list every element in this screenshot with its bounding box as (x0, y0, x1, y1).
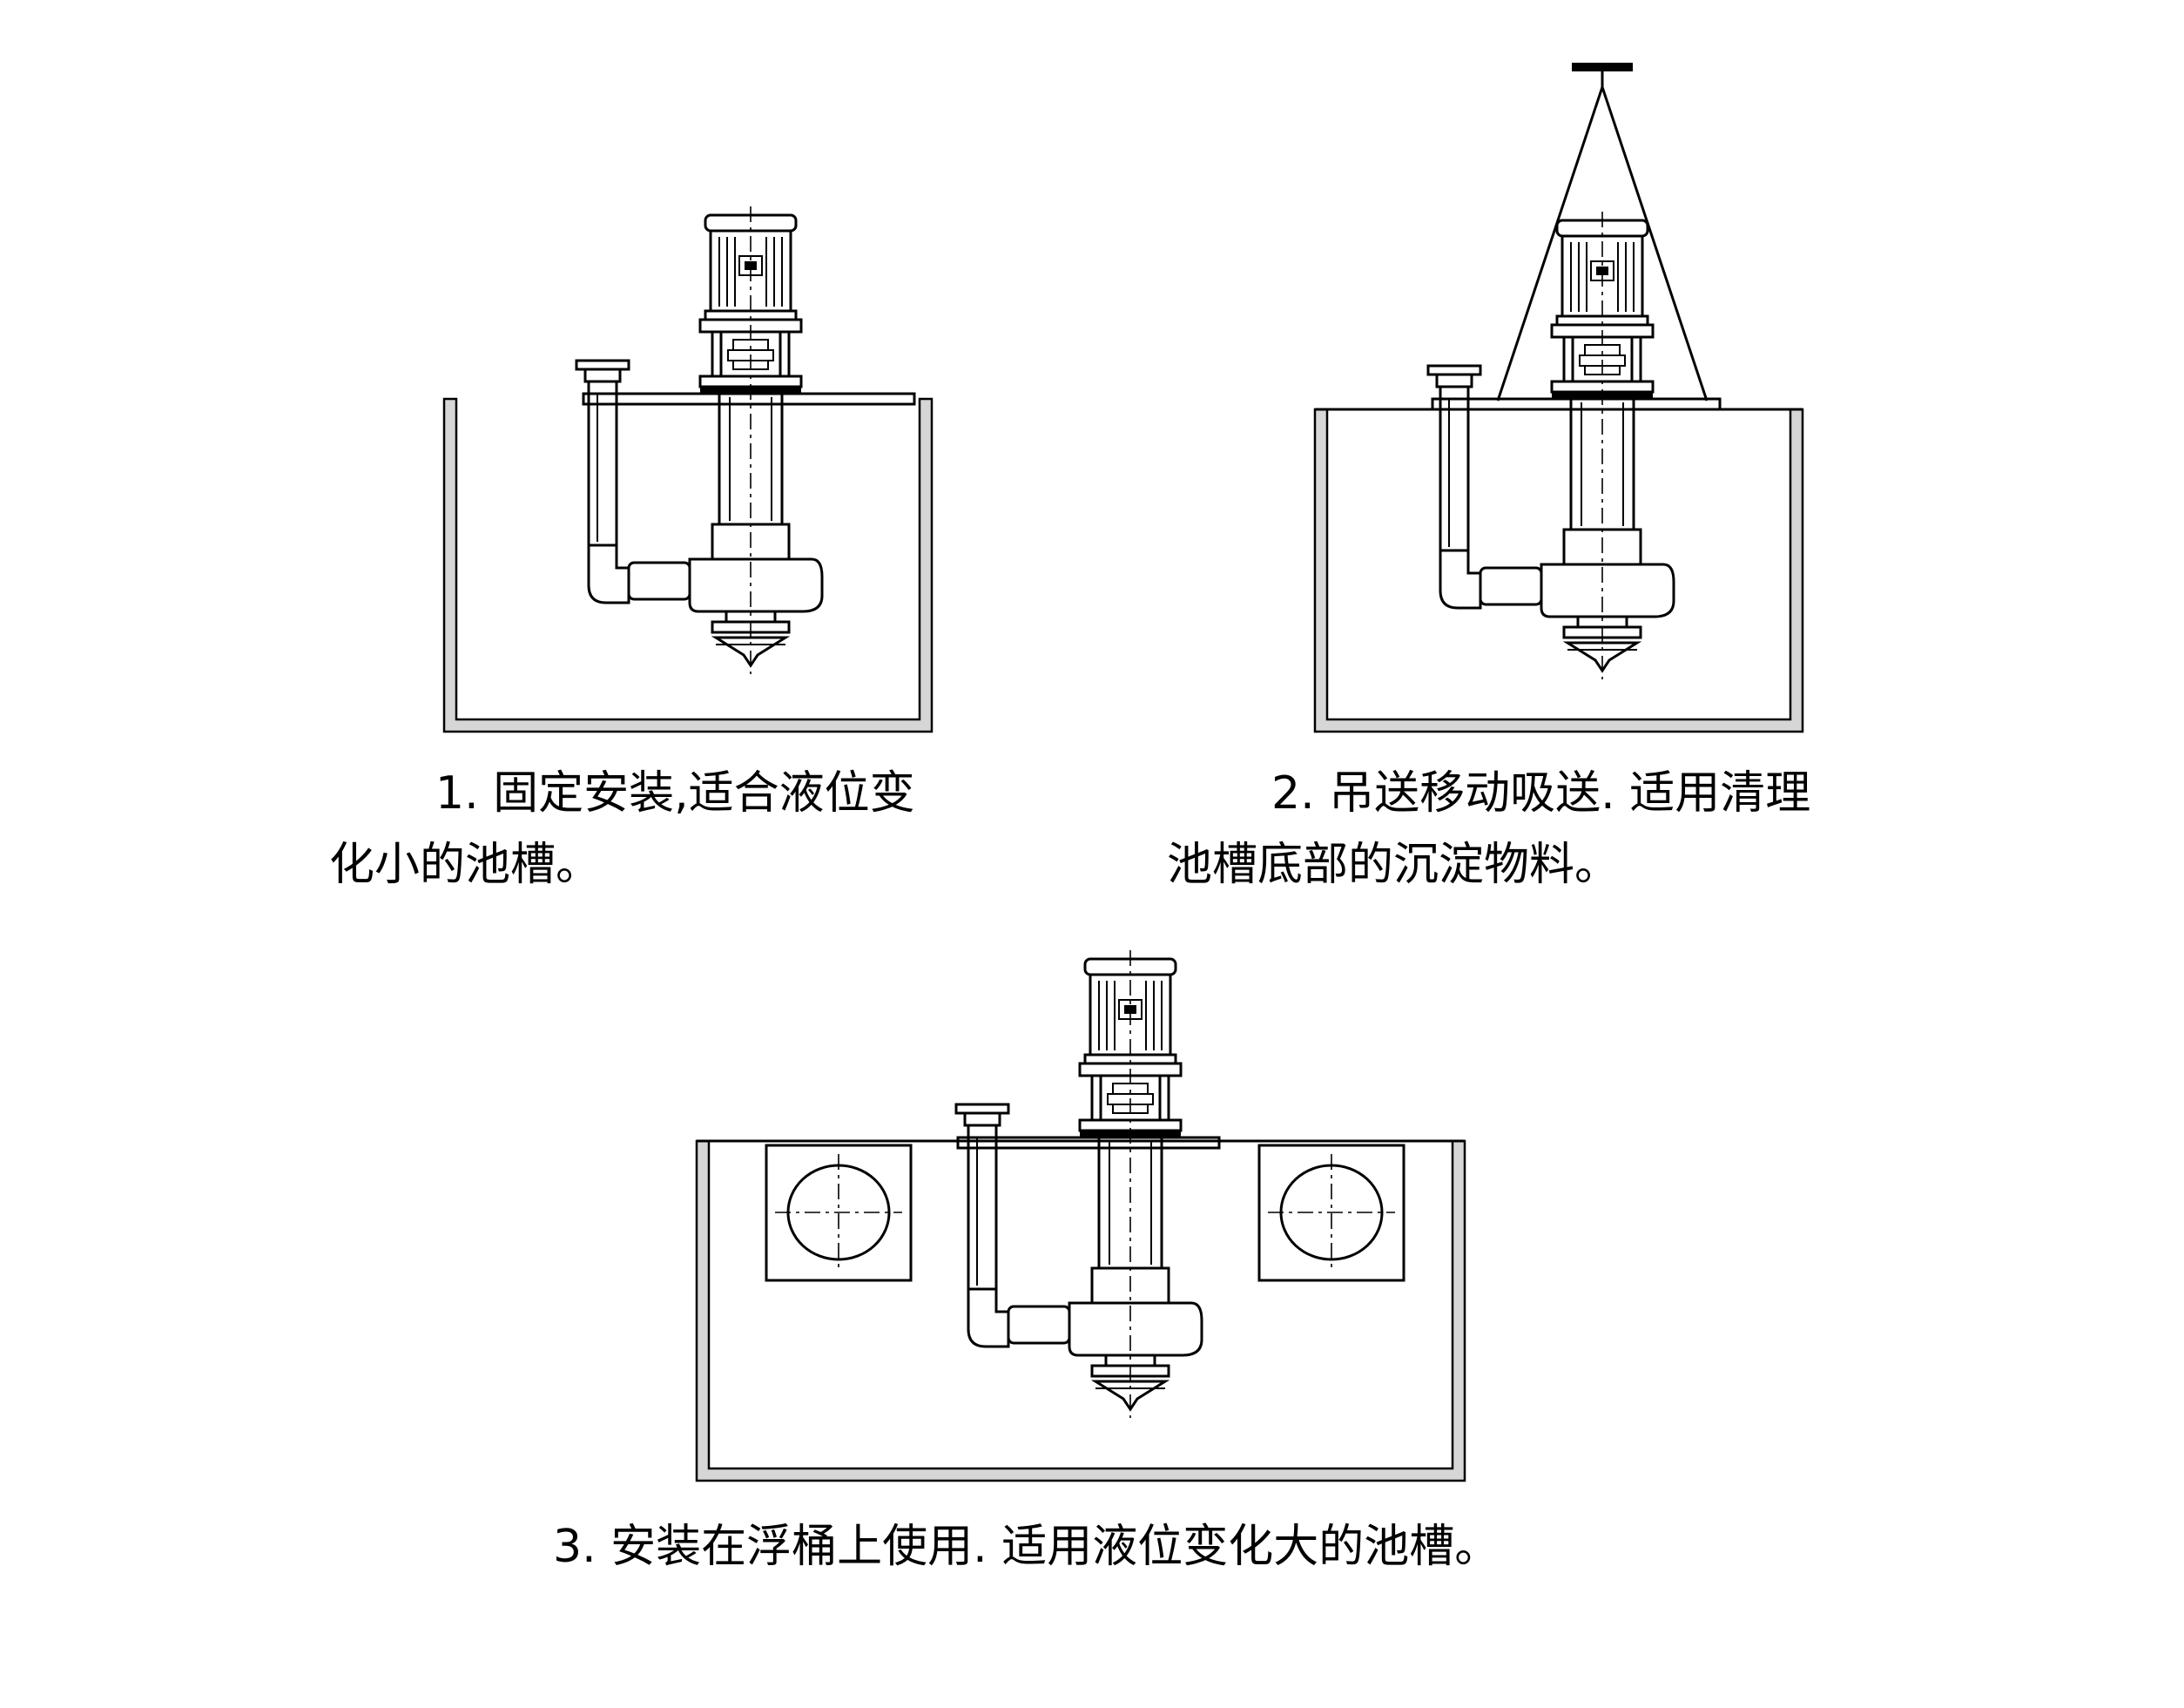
panel-3-diagram (671, 949, 1507, 1507)
hanging-hook-icon (1572, 63, 1633, 87)
caption-1-line-1: 1. 固定安装,适合液位变 (435, 767, 915, 820)
float-barrel-left (766, 1145, 911, 1280)
tank (697, 1141, 1465, 1481)
mounting-plate (1432, 399, 1720, 409)
caption-2-line-1: 2. 吊送移动吸送. 适用清理 (1271, 767, 1811, 820)
caption-1-line-2: 化小的池槽。 (329, 839, 602, 891)
tank (444, 399, 932, 732)
sling-cables (1498, 87, 1707, 401)
panel-2-diagram (1280, 63, 1907, 758)
float-barrel-right (1259, 1145, 1404, 1280)
caption-2-line-2: 池槽底部的沉淀物料。 (1167, 839, 1621, 891)
caption-3: 3. 安装在浮桶上使用. 适用液位变化大的池槽。 (553, 1521, 1500, 1573)
mounting-plate (583, 394, 914, 404)
tank (1315, 409, 1803, 732)
panel-1-diagram (409, 205, 1036, 758)
